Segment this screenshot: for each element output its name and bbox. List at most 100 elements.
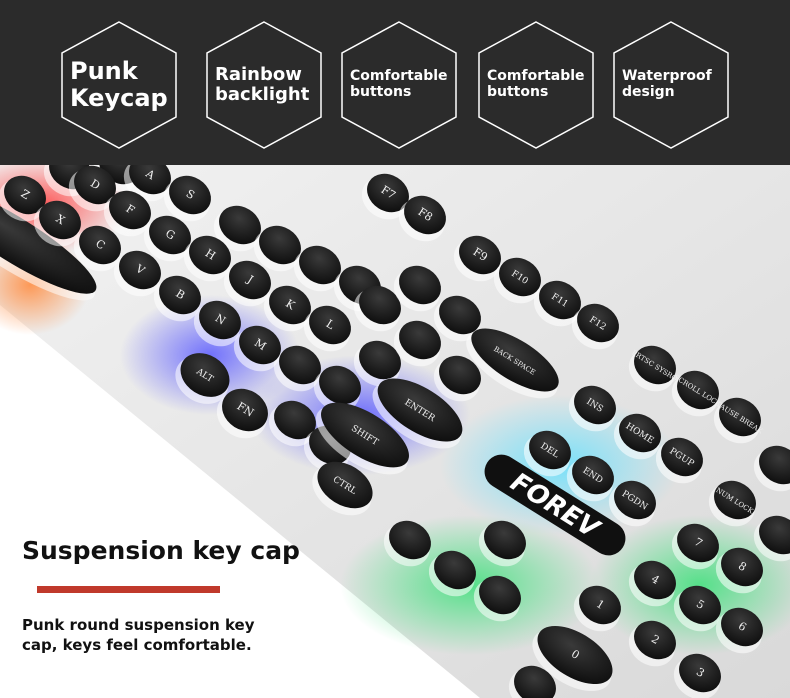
keycap-body [389,520,431,560]
keycap-body [180,353,230,397]
keycap-body [149,215,191,255]
keycap-body [759,445,790,485]
keycap-body [299,245,341,285]
keycap: 3 [673,653,721,698]
keycap-body [484,520,526,560]
hexagon-icon [613,21,729,149]
keycap: INS [568,385,616,432]
keycap: A [123,165,171,202]
keycap: D [68,165,116,212]
keycap: F11 [533,280,581,327]
keycap [383,520,431,567]
keycap [313,365,361,412]
keycap-body [269,285,311,325]
feature-banner: Punk Keycap Rainbow backlight Comfortabl… [0,0,790,165]
keycap: M [233,325,281,372]
keycap: 0 [532,625,613,692]
keycap-body [579,585,621,625]
keycap: H [183,235,231,282]
hexagon-icon [478,21,594,149]
keycap-body [759,515,790,555]
keycap-body [377,378,463,442]
keycap-body [661,437,703,477]
feature-label: Comfortable buttons [350,68,448,100]
keycap-body [199,300,241,340]
keycap-body [721,547,763,587]
feature-hex-punk-keycap: Punk Keycap [60,20,178,150]
keycap-body [274,400,316,440]
keycap-body [572,455,614,495]
keycap-body [399,320,441,360]
keycap: PGUP [655,437,703,484]
keycap-body [159,275,201,315]
keycap-body [714,480,756,520]
caption-title: Suspension key cap [22,536,300,565]
keycap: S [163,175,211,222]
keycap: 5 [673,585,721,632]
keycap: ENTER [372,378,463,449]
keycap-body [434,550,476,590]
accent-bar [37,586,220,593]
keycap-body [439,355,481,395]
keycap-body [319,365,361,405]
keycap-body [239,325,281,365]
hexagon-icon [206,21,322,149]
keycap-body [79,225,121,265]
keycap: F9 [453,235,501,282]
keycap-body [189,235,231,275]
keycap [393,320,441,367]
keycap-body [109,190,151,230]
keycap: BACK SPACE [466,328,559,399]
keycap-body [471,328,559,392]
keycap-body [317,461,373,509]
keycap: N [193,300,241,347]
keycap-body [399,265,441,305]
feature-label: Comfortable buttons [487,68,585,100]
keycap: K [263,285,311,332]
keycap-body [39,200,81,240]
keycap: 8 [715,547,763,594]
keycap-body [677,370,719,410]
keycap: J [223,260,271,307]
keycap: CTRL [312,461,373,516]
keycap: 4 [628,560,676,607]
keycap-label: J [244,272,255,286]
keycap-body [279,345,321,385]
feature-label: Punk Keycap [70,57,168,112]
keycap-body [479,575,521,615]
keycap [393,265,441,312]
keycap-body [719,397,761,437]
keycap [433,355,481,402]
keycap-body [619,413,661,453]
keycap [428,550,476,597]
keycap: B [153,275,201,322]
keycap: L [303,305,351,352]
keycap: NUM LOCK [708,480,756,527]
keycap: F12 [571,303,619,350]
keycap-body [679,585,721,625]
keycap: PAUSE BREAK [713,397,765,444]
keycap-body [359,340,401,380]
keycap [273,345,321,392]
keycap-body [577,303,619,343]
keycap-body [4,175,46,215]
glow-blue [120,295,300,415]
keycap [268,400,316,447]
keycap-body [499,257,541,297]
feature-label: Rainbow backlight [215,63,310,105]
keycap-body [119,250,161,290]
keycap-body [129,165,171,195]
keycap-body [359,285,401,325]
keycap [293,245,341,292]
keycap-body [229,260,271,300]
keycap-body [537,625,613,685]
keycap-body [514,665,556,698]
keycap: 7 [671,523,719,570]
keycap: C [73,225,121,272]
keycap [753,445,790,492]
keycap-body [459,235,501,275]
keycap-body [614,480,656,520]
